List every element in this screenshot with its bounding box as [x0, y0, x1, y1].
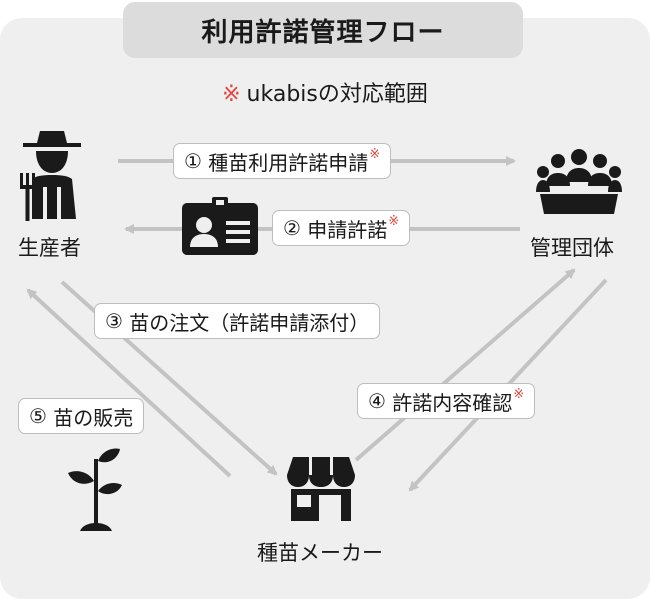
coverage-mark: ※	[222, 82, 241, 107]
step-label-3: ③ 苗の注文（許諾申請添付）	[94, 303, 381, 339]
step-text: 苗の注文（許諾申請添付）	[129, 310, 370, 335]
step-label-2: ② 申請許諾※	[272, 210, 411, 246]
step-label-1: ① 種苗利用許諾申請※	[173, 143, 392, 179]
plant-sprout-icon	[68, 448, 122, 531]
storefront-icon	[287, 457, 355, 521]
step-text: 苗の販売	[53, 405, 134, 430]
step-num: ④	[368, 389, 386, 413]
step-num: ①	[184, 149, 202, 173]
coverage-note: ※ukabisの対応範囲	[0, 76, 650, 108]
coverage-mark: ※	[388, 213, 400, 229]
actor-producer: 生産者	[18, 236, 81, 260]
step-text: 申請許諾	[307, 217, 388, 242]
step-num: ②	[283, 216, 301, 240]
actor-management: 管理団体	[530, 236, 614, 260]
arrow-step5	[26, 288, 232, 478]
step-num: ⑤	[29, 404, 47, 428]
meeting-group-icon	[536, 149, 622, 214]
farmer-icon	[20, 131, 81, 221]
step-label-5: ⑤ 苗の販売	[18, 398, 145, 434]
step-text: 種苗利用許諾申請	[208, 150, 369, 175]
coverage-mark: ※	[369, 146, 381, 162]
diagram-title: 利用許諾管理フロー	[123, 2, 523, 58]
coverage-text: ukabisの対応範囲	[246, 82, 428, 107]
arrow-step4	[354, 268, 576, 462]
step-text: 許諾内容確認	[392, 390, 513, 415]
step-label-4: ④ 許諾内容確認※	[357, 383, 536, 419]
coverage-mark: ※	[513, 386, 525, 402]
step-num: ③	[105, 309, 123, 333]
id-card-icon	[182, 197, 258, 255]
actor-maker: 種苗メーカー	[257, 541, 383, 565]
